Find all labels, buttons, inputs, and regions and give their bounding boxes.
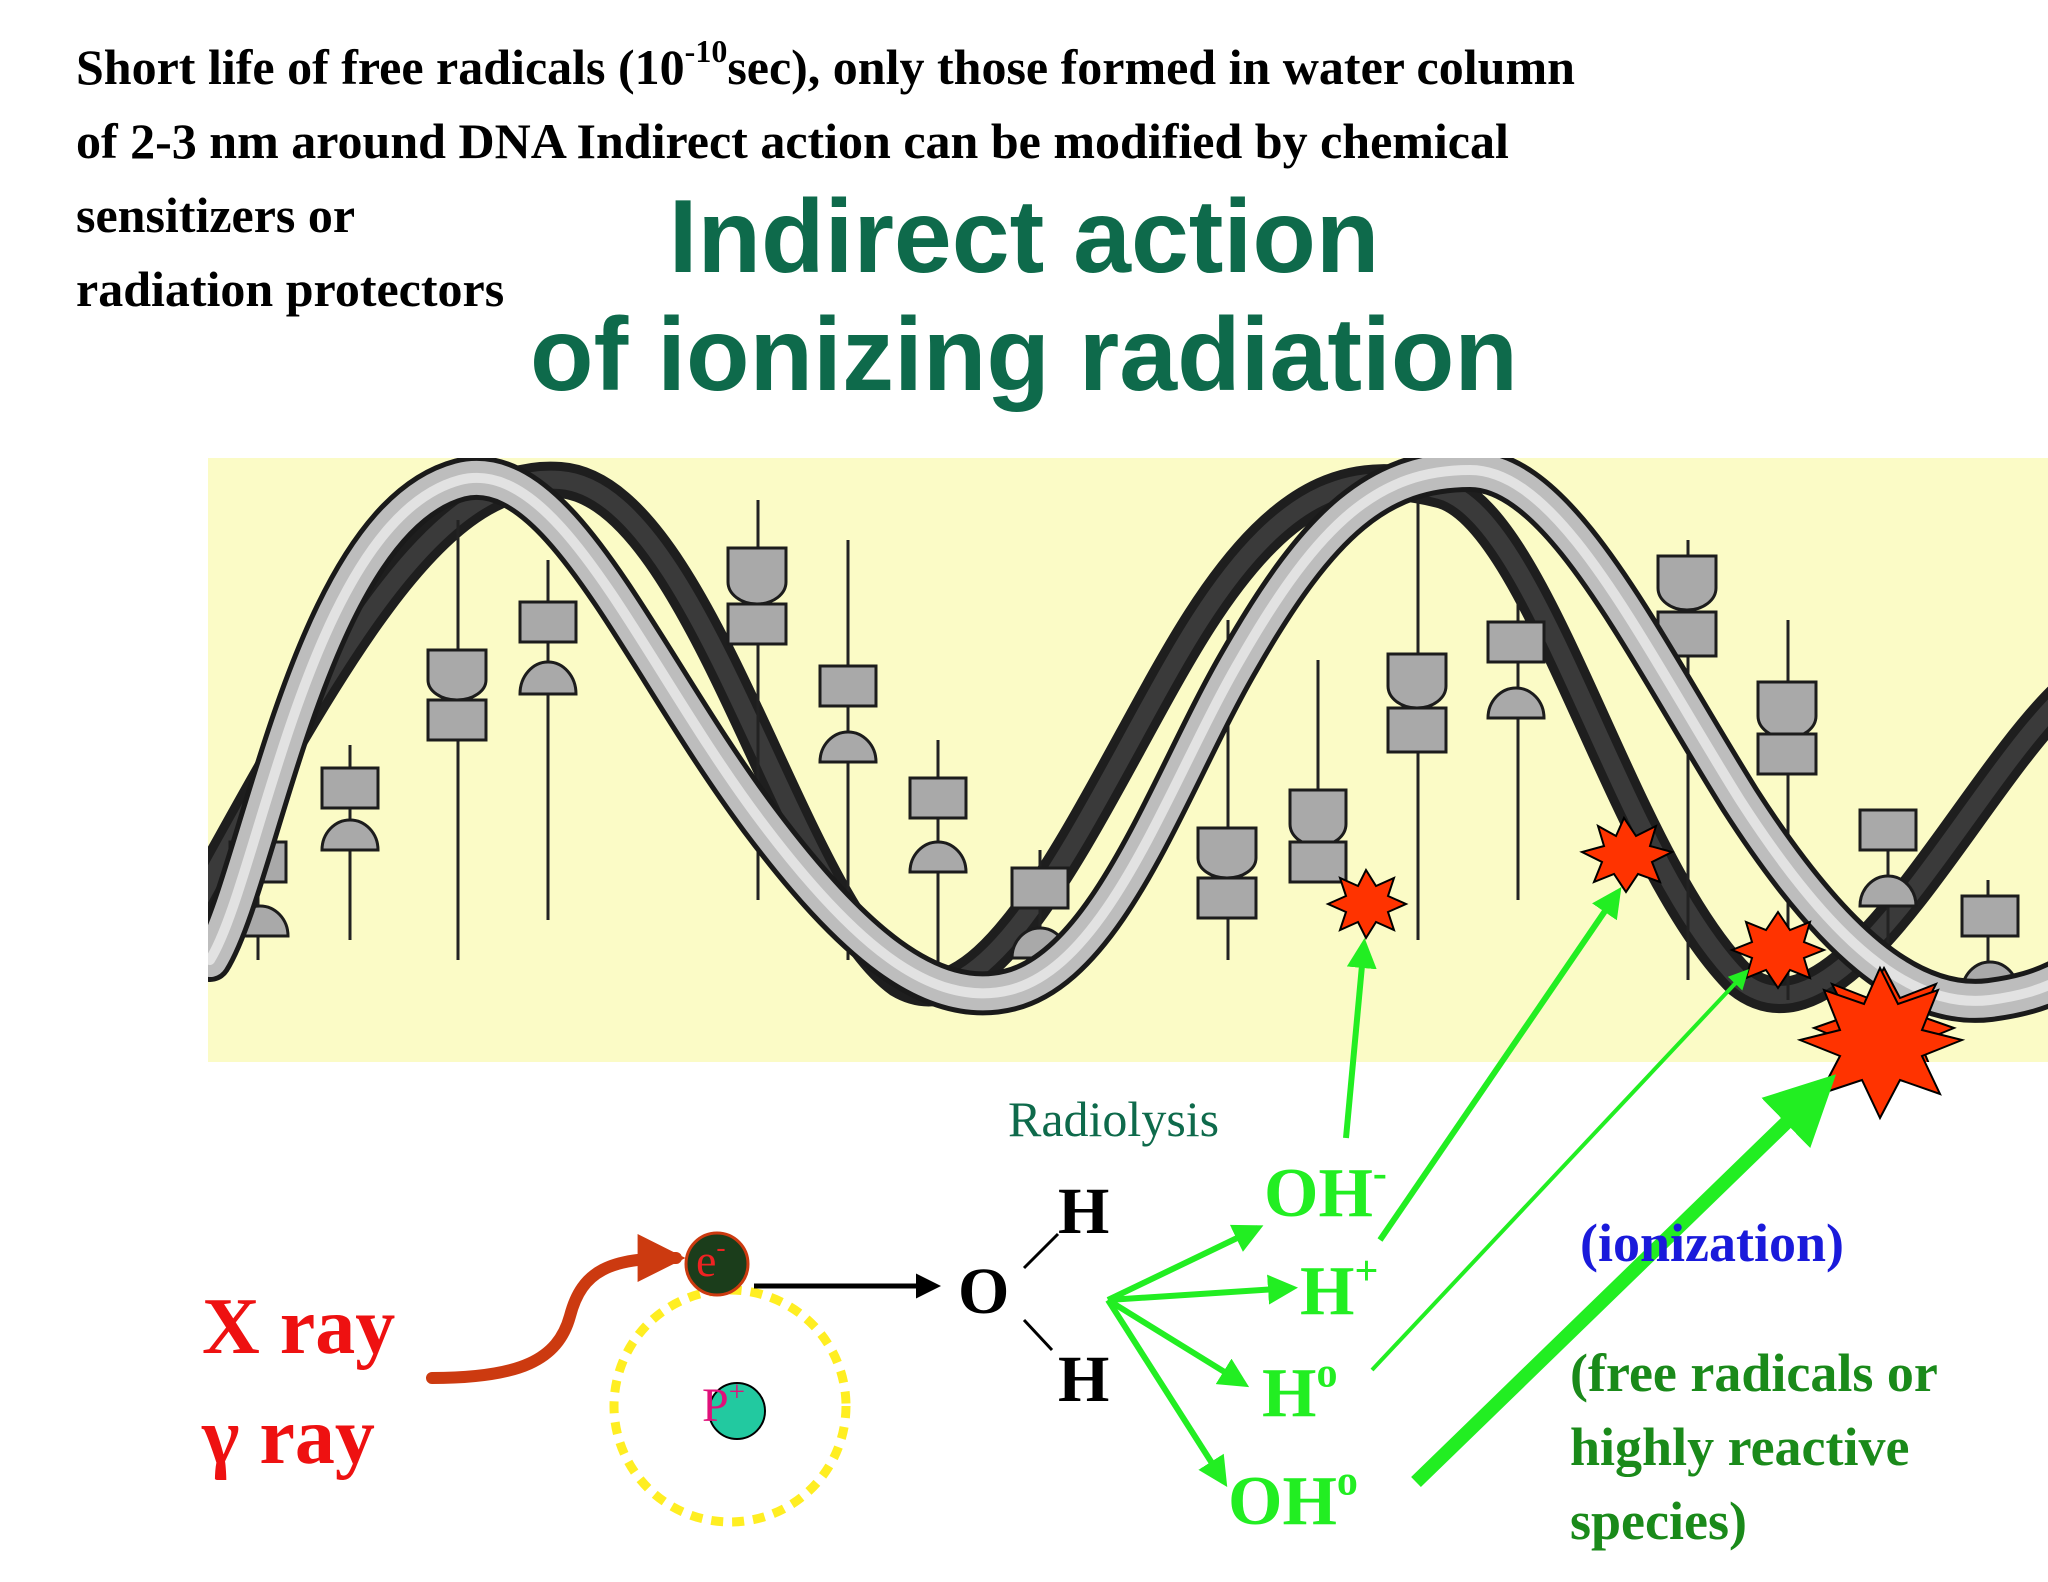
xray-label: X ray xyxy=(202,1283,396,1371)
damage-burst-2 xyxy=(1579,815,1675,894)
hydrogen-bottom-label: H xyxy=(1058,1343,1110,1416)
ionization-label: (ionization) xyxy=(1580,1213,1844,1273)
dna-helix xyxy=(208,458,2048,1062)
slide-title: Indirect action of ionizing radiation xyxy=(0,178,2048,414)
intro-text: Short life of free radicals (10-10sec), … xyxy=(76,30,1976,326)
proton-charge: + xyxy=(728,1375,745,1408)
intro-line-1-post: sec), only those formed in water column xyxy=(727,39,1575,95)
hydrogen-radical-dot: o xyxy=(1316,1350,1338,1397)
hydrogen-ion-symbol: H xyxy=(1300,1253,1355,1330)
intro-line-1-pre: Short life of free radicals (10 xyxy=(76,39,685,95)
gamma-ray-label: γ ray xyxy=(202,1393,375,1481)
hydrogen-radical-symbol: H xyxy=(1262,1355,1317,1432)
ray-path-arrow xyxy=(426,1234,686,1384)
hydroxyl-radical-dot: o xyxy=(1336,1458,1358,1505)
electron-circle xyxy=(684,1231,750,1297)
free-radicals-line-3: species) xyxy=(1570,1491,1747,1551)
free-radicals-line-2: highly reactive xyxy=(1570,1417,1910,1477)
free-radicals-line-1: (free radicals or xyxy=(1570,1343,1938,1403)
hydroxyl-radical-symbol: OH xyxy=(1228,1463,1337,1540)
damage-arrows xyxy=(1343,887,1837,1488)
hydrogen-ion-label: H+ xyxy=(1300,1248,1379,1332)
free-radicals-label: (free radicals or highly reactive specie… xyxy=(1570,1336,1938,1558)
slide-title-line-2: of ionizing radiation xyxy=(530,297,1518,413)
damage-burst-1 xyxy=(1325,867,1409,941)
radiolysis-arrows xyxy=(1105,1224,1298,1488)
oh-bond-bottom xyxy=(1022,1318,1054,1352)
proton-circle xyxy=(708,1382,766,1440)
slide-title-line-1: Indirect action xyxy=(668,179,1380,295)
proton-label: P+ xyxy=(702,1375,745,1433)
proton-symbol: P xyxy=(702,1379,729,1432)
electron-charge: - xyxy=(716,1231,726,1263)
intro-line-1: Short life of free radicals (10-10sec), … xyxy=(76,30,1976,104)
oh-bond-top xyxy=(1022,1232,1060,1270)
hydrogen-top-label: H xyxy=(1058,1175,1110,1248)
hydroxide-ion-label: OH- xyxy=(1264,1150,1387,1234)
intro-line-2: of 2-3 nm around DNA Indirect action can… xyxy=(76,113,1509,169)
hydrogen-radical-label: Ho xyxy=(1262,1350,1338,1434)
intro-line-4: radiation protectors xyxy=(76,261,505,317)
electron-label: e- xyxy=(696,1231,726,1287)
intro-line-1-exponent: -10 xyxy=(684,33,728,69)
damage-burst-large xyxy=(1796,965,1966,1121)
hydroxide-ion-charge: - xyxy=(1372,1150,1387,1197)
damage-burst-3 xyxy=(1729,910,1827,990)
hydrogen-ion-charge: + xyxy=(1354,1248,1379,1295)
oxygen-atom-label: O xyxy=(958,1255,1010,1328)
hydroxyl-radical-label: OHo xyxy=(1228,1458,1358,1542)
intro-line-3: sensitizers or xyxy=(76,187,356,243)
radiolysis-label: Radiolysis xyxy=(1008,1091,1220,1147)
electron-symbol: e xyxy=(696,1235,717,1286)
hydroxide-ion-symbol: OH xyxy=(1264,1155,1373,1232)
